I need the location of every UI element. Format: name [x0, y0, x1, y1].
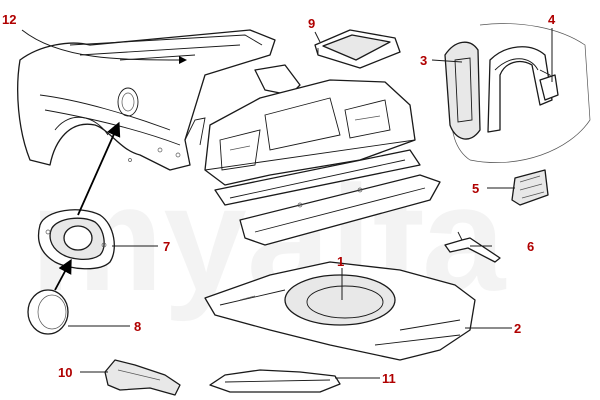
callout-7[interactable]: 7: [163, 239, 170, 254]
callout-6[interactable]: 6: [527, 239, 534, 254]
part-rear-panel-assembly[interactable]: [204, 64, 441, 246]
callout-9[interactable]: 9: [308, 16, 315, 31]
callout-5[interactable]: 5: [472, 181, 479, 196]
callout-labels: 12 9 3 4 5 6 7 8 1 2 10 11: [2, 12, 556, 386]
part-7-filler-housing[interactable]: [37, 209, 115, 270]
part-1-2-boot-floor[interactable]: [204, 261, 476, 361]
leader-lines: [21, 28, 553, 379]
callout-2[interactable]: 2: [514, 321, 521, 336]
callout-11[interactable]: 11: [382, 371, 396, 386]
part-12-rear-quarter-panel[interactable]: [17, 29, 276, 171]
callout-1[interactable]: 1: [337, 254, 344, 269]
callout-8[interactable]: 8: [134, 319, 141, 334]
callout-4[interactable]: 4: [548, 12, 556, 27]
callout-10[interactable]: 10: [58, 365, 72, 380]
part-11-crossmember[interactable]: [209, 369, 341, 393]
callout-12[interactable]: 12: [2, 12, 16, 27]
part-8-filler-cap[interactable]: [27, 289, 69, 335]
part-3-4-wheel-arch[interactable]: [444, 23, 591, 163]
part-10-bracket[interactable]: [104, 359, 181, 396]
part-9-tray[interactable]: [314, 29, 401, 69]
part-5-bracket[interactable]: [511, 169, 549, 206]
callout-3[interactable]: 3: [420, 53, 427, 68]
part-6-clip[interactable]: [444, 231, 501, 263]
